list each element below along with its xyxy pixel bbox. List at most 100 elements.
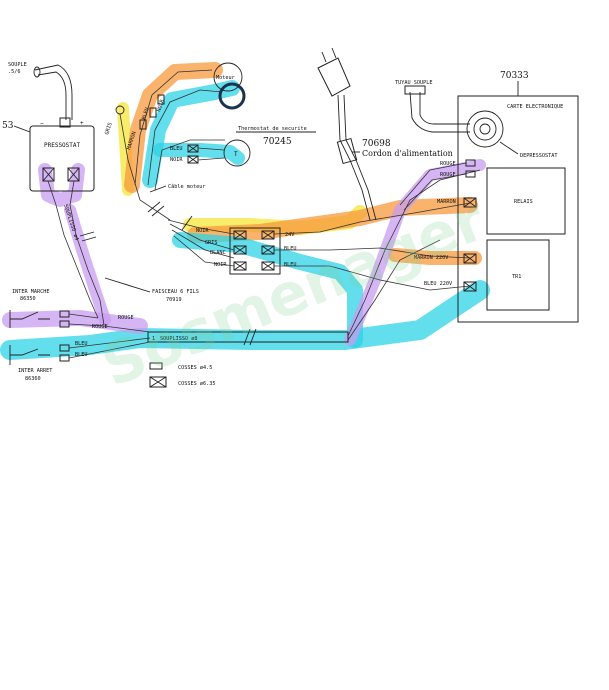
pressostat-box [29, 125, 95, 192]
pressostat-wire-a [47, 180, 99, 319]
block-left-label-gris: GRIS [205, 240, 218, 246]
inter-arret-label: INTER ARRET [18, 368, 52, 374]
navy-highlight-ring [218, 82, 246, 110]
carte-group: TUYAU SOUPLE 70333 CARTE ELECTRONIQUE DE… [395, 71, 579, 323]
souplisso-break-1 [79, 231, 95, 237]
souplisso-main-break-2 [249, 328, 257, 346]
block-right-label-24v: 24V [285, 232, 294, 238]
block-right-wire-bleu [274, 247, 471, 259]
souplisso-break-2 [81, 236, 97, 242]
inter-marche-wire-1 [68, 313, 99, 319]
pressostat-terminal-left-x2 [42, 167, 55, 182]
inter-arret-wire-2 [68, 341, 151, 359]
thermostat-symbol: T [234, 151, 238, 158]
motor-cable-group: GRIS MARRON BLEU NOIR Moteur Câble moteu… [104, 62, 243, 221]
carte-label: CARTE ELECTRONIQUE [507, 104, 563, 110]
power-plug [317, 57, 351, 97]
thermostat-wire-1 [197, 147, 225, 151]
purple-highlight-pressostat [38, 163, 85, 207]
wire-label-bleu-arret-2: BLEU [75, 352, 88, 358]
plug-pin-1 [321, 51, 327, 63]
pressostat-plus: + [80, 120, 84, 127]
wire-label-bleu-arret-1: BLEU [75, 341, 88, 347]
depressostat-inner [479, 123, 491, 135]
pressostat-label: PRESSOSTAT [44, 142, 81, 149]
souple-label: SOUPLE [8, 62, 27, 68]
souple-size-label: .5/6 [8, 69, 21, 75]
depressostat-mid [473, 117, 497, 141]
motor-wire-label-gris: GRIS [104, 122, 114, 136]
wire-label-rouge-marche-1: ROUGE [118, 315, 134, 321]
legend-group: COSSES ø4.5 COSSES ø6.35 [149, 362, 215, 388]
carte-wire-label-marron-220: MARRON 220V [414, 255, 448, 261]
faisceau-number: 70919 [166, 297, 182, 303]
inter-marche-wire-2 [68, 323, 151, 333]
harness-wire-gris [169, 223, 235, 251]
inter-arret-symbol [9, 345, 50, 365]
switches-group: INTER MARCHE 86350 ROUGE ROUGE BLEU BLEU… [9, 289, 151, 382]
faisceau-label: FAISCEAU 6 FILS [152, 289, 199, 295]
thermostat-wire-2 [197, 157, 225, 161]
thermostat-circle [223, 139, 251, 167]
harness-break-1 [181, 215, 193, 231]
connector-grid [233, 230, 275, 271]
tr1-label: TR1 [512, 274, 521, 280]
cable-moteur-leader [149, 185, 167, 193]
carte-wire-label-bleu-220: BLEU 220V [424, 281, 452, 287]
carte-terminal-marron [463, 197, 477, 208]
highlight-layer [0, 62, 490, 360]
motor-cable-break-1 [147, 201, 161, 213]
block-right-wire-bleu2 [274, 265, 471, 291]
cable-moteur-label: Câble moteur [168, 183, 205, 190]
souplisso-main-label: SOUPLISSO ø8 [160, 336, 197, 342]
thermostat-wire-label-noir: NOIR [170, 157, 183, 163]
carte-wire-label-rouge-2: ROUGE [440, 172, 456, 178]
carte-wire-label-rouge-1: ROUGE [440, 161, 456, 167]
tuyau-tube [409, 91, 470, 133]
pressostat-minus: − [40, 120, 44, 127]
moteur-circle [213, 62, 243, 92]
motor-wire-bleu [147, 89, 223, 186]
power-cord-line [337, 94, 371, 221]
carte-wire-label-marron: MARRON [437, 199, 456, 205]
carte-box [457, 95, 579, 323]
relais-label: RELAIS [514, 199, 533, 205]
cyan-highlight-thermo [153, 143, 245, 165]
carte-terminal-bleu-220 [463, 281, 477, 292]
carte-wire-rouge-2 [403, 173, 467, 211]
pressostat-terminal-right [67, 167, 80, 182]
harness-wire-bleu [173, 235, 235, 267]
orange-highlight-220v [388, 248, 482, 265]
thermostat-group: Thermostat de securite 70245 T BLEU NOIR [170, 126, 316, 167]
motor-wire-gris [119, 113, 171, 221]
inter-arret-number: 86360 [25, 376, 41, 382]
block-right-label-bleu-1: BLEU [284, 246, 297, 252]
faisceau-leader [104, 277, 151, 293]
carte-terminal-marron-x [463, 197, 477, 208]
carte-terminal-marron-220 [463, 253, 477, 264]
inter-marche-number: 86350 [20, 296, 36, 302]
connector-block-group: NOIR GRIS BLANC NOIR 24V BLEU BLEU [167, 202, 471, 291]
thermostat-terminal-2-x2 [187, 155, 199, 164]
tuyau-end [404, 85, 426, 95]
purple-highlight-rouge [344, 159, 486, 346]
cord-strain-relief [336, 137, 358, 165]
depressostat-label: DEPRESSOSTAT [520, 153, 557, 159]
thermostat-terminal-1 [187, 144, 199, 153]
pressostat-number-leader [13, 125, 31, 133]
motor-cable-break-2 [151, 205, 165, 217]
motor-wire-marron [134, 69, 213, 186]
block-left-label-noir-2: NOIR [214, 262, 227, 268]
harness-wire-noir [167, 219, 235, 235]
depressostat-outer [466, 110, 504, 148]
purple-highlight-souplisso [64, 204, 111, 326]
legend-large-terminal-label: COSSES ø6.35 [178, 381, 215, 387]
motor-terminal-3 [157, 94, 165, 105]
motor-wire-noir [154, 139, 225, 191]
souple-tube [34, 64, 73, 120]
legend-large-terminal-icon [149, 376, 167, 388]
inter-arret-wire-1 [68, 337, 151, 349]
carte-terminal-bleu-220-x [463, 281, 477, 292]
connector-cell-crosses [233, 230, 275, 271]
